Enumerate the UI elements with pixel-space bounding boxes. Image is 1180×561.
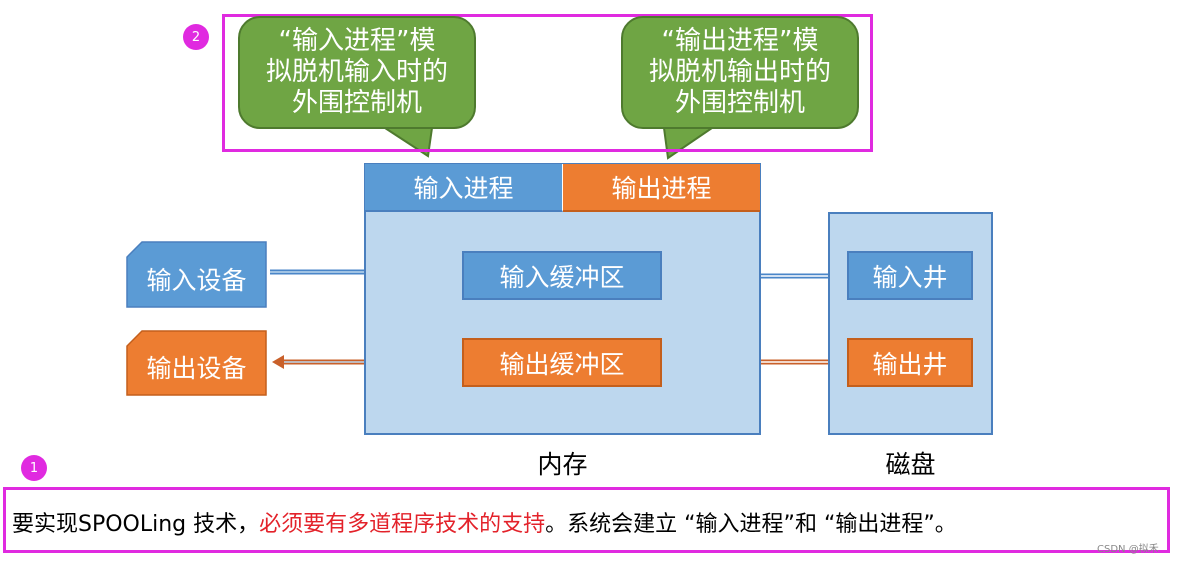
input-buffer-box: 输入缓冲区 [462,251,662,300]
watermark: CSDN @拟禾 [1097,544,1159,555]
annotation-frame-1 [3,487,1170,553]
callout-output-line-3: 外围控制机 [674,88,805,118]
output-well-box: 输出井 [847,338,973,387]
memory-label: 内存 [537,450,588,479]
input-process-box: 输入进程 [365,164,563,212]
callout-output-line-2: 拟脱机输出时的 [648,57,831,87]
disk-region [828,212,993,435]
annotation-frame-2 [222,14,873,152]
caption-part-1: 要实现SPOOLing 技术， [12,512,260,537]
output-device-label: 输出设备 [146,354,247,383]
input-device-shape [126,241,267,308]
annotation-badge-2: 2 [183,24,209,50]
output-device-shape [126,330,267,396]
callout-input-line-1: “输入进程”模 [278,26,436,56]
callout-input-process: “输入进程”模 拟脱机输入时的 外围控制机 [238,16,476,129]
caption-text: 要实现SPOOLing 技术，必须要有多道程序技术的支持。系统会建立 “输入进程… [12,506,957,538]
output-process-box: 输出进程 [563,164,760,212]
callout-input-line-3: 外围控制机 [291,88,422,118]
caption-part-3: 。系统会建立 “输入进程”和 “输出进程”。 [545,512,957,537]
callout-input-line-2: 拟脱机输入时的 [265,57,448,87]
caption-highlight: 必须要有多道程序技术的支持 [259,512,546,537]
output-buffer-box: 输出缓冲区 [462,338,662,387]
annotation-badge-1: 1 [21,455,47,481]
callout-output-process: “输出进程”模 拟脱机输出时的 外围控制机 [621,16,859,129]
input-device-label: 输入设备 [146,265,247,295]
callout-output-line-1: “输出进程”模 [661,26,819,56]
input-well-box: 输入井 [847,251,973,300]
disk-label: 磁盘 [885,450,936,479]
